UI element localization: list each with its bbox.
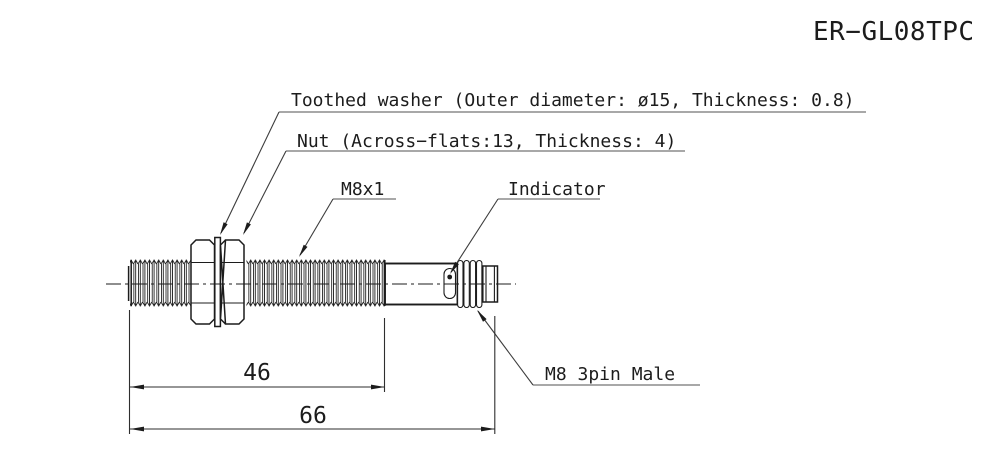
callout-nut: Nut (Across−flats:13, Thickness: 4) <box>243 131 685 235</box>
toothed-washer-label: Toothed washer (Outer diameter: ø15, Thi… <box>291 90 855 111</box>
left-thread-section <box>127 259 192 307</box>
overall-length-value: 66 <box>299 403 327 429</box>
dimension-overall-length: 66 <box>130 316 496 434</box>
hex-nut-left <box>190 239 216 325</box>
callout-connector: M8 3pin Male <box>477 310 700 386</box>
callout-toothed-washer: Toothed washer (Outer diameter: ø15, Thi… <box>220 90 866 235</box>
part-number-title: ER−GL08TPC <box>813 17 975 47</box>
callout-indicator: Indicator <box>450 179 606 274</box>
callout-thread-spec: M8x1 <box>299 179 396 257</box>
indicator-led-dot <box>447 274 453 280</box>
thread-spec-label: M8x1 <box>341 179 384 200</box>
dimension-thread-length: 46 <box>128 310 386 434</box>
thread-length-value: 46 <box>243 360 271 386</box>
indicator-label: Indicator <box>508 179 606 200</box>
sensor-body <box>106 236 516 328</box>
nut-label: Nut (Across−flats:13, Thickness: 4) <box>297 131 676 152</box>
main-thread-section <box>246 259 386 307</box>
hex-nut-right <box>219 239 245 325</box>
connector-label: M8 3pin Male <box>545 364 675 385</box>
toothed-washer-part <box>214 236 222 328</box>
